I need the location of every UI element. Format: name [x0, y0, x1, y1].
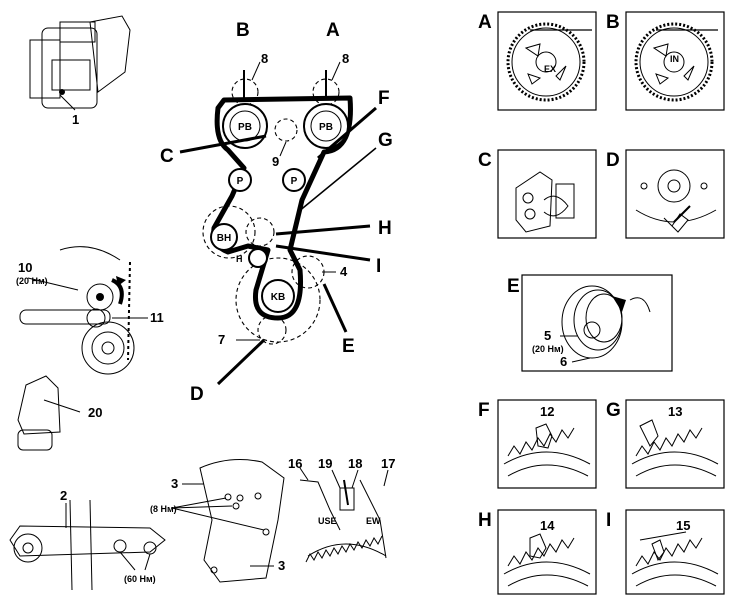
- label-i-panel: I: [606, 510, 611, 531]
- bracket-2-drawing: [9, 499, 166, 591]
- label-16: 16: [288, 456, 302, 471]
- leader-h: [275, 224, 371, 236]
- label-e-main: E: [342, 336, 355, 357]
- pulley-label-p-left: P: [237, 176, 244, 187]
- label-c-panel: C: [478, 150, 492, 171]
- detail-circle-h: [245, 217, 275, 247]
- label-9: 9: [272, 154, 279, 169]
- label-20: 20: [88, 405, 102, 420]
- label-h-main: H: [378, 218, 392, 239]
- panel-i: [625, 509, 725, 595]
- idler-left: [228, 168, 252, 192]
- label-d-main: D: [190, 384, 204, 405]
- label-10: 10: [18, 260, 32, 275]
- detail-circle-a: [312, 78, 340, 106]
- panel-a: [497, 11, 597, 111]
- tensioner-assembly-drawing: [29, 15, 131, 111]
- detail-circle-kb: [235, 257, 321, 343]
- leader-f: [317, 106, 377, 160]
- torque-5: (20 Нм): [532, 344, 564, 354]
- gear-mark-in: IN: [670, 54, 679, 64]
- label-a-main: A: [326, 20, 340, 41]
- label-g-panel: G: [606, 400, 621, 421]
- label-19: 19: [318, 456, 332, 471]
- label-13: 13: [668, 404, 682, 419]
- label-2: 2: [60, 488, 67, 503]
- panel-c: [497, 149, 597, 239]
- pulley-label-pb-right: PB: [319, 122, 333, 133]
- label-8-left: 8: [261, 51, 268, 66]
- detail-circle-9: [274, 118, 298, 142]
- pulley-label-kb: KB: [271, 292, 285, 303]
- label-d-panel: D: [606, 150, 620, 171]
- crank-pulley-e: [560, 285, 651, 363]
- pulley-label-p-right: P: [291, 176, 298, 187]
- tensioner-pulley: [248, 248, 268, 268]
- pulley-label-h: H: [236, 254, 243, 264]
- label-b-panel: B: [606, 12, 620, 33]
- label-8-right: 8: [342, 51, 349, 66]
- tool-20-drawing: [17, 375, 81, 451]
- gear-mark-ex: EX: [544, 64, 556, 74]
- belt-tooth-detail-h: [503, 533, 591, 587]
- leader-d: [216, 338, 266, 386]
- tensioner-scale-drawing: [299, 467, 389, 563]
- scale-new-word: EW: [366, 516, 381, 526]
- label-12: 12: [540, 404, 554, 419]
- label-6: 6: [560, 354, 567, 369]
- label-a-panel: A: [478, 12, 492, 33]
- crank-mark-d: [635, 169, 717, 233]
- torque-60nm: (60 Нм): [124, 574, 156, 584]
- label-3-bottom: 3: [278, 558, 285, 573]
- label-c-main: C: [160, 146, 174, 167]
- panel-f: [497, 399, 597, 489]
- label-1: 1: [72, 112, 79, 127]
- water-pump-pulley: [210, 223, 238, 251]
- torque-10: (20 Нм): [16, 276, 48, 286]
- tensioner-bracket-c: [515, 171, 575, 233]
- camshaft-gear-ex: [506, 22, 592, 102]
- belt-tooth-detail-f: [503, 423, 591, 477]
- pulley-label-pb-left: PB: [238, 122, 252, 133]
- leader-i: [275, 244, 371, 262]
- panel-g: [625, 399, 725, 489]
- label-11: 11: [150, 310, 164, 325]
- label-f-main: F: [378, 88, 390, 109]
- pulley-label-bh: BH: [217, 233, 231, 244]
- belt-layout: [179, 61, 377, 386]
- leader-c: [179, 134, 267, 154]
- label-4: 4: [340, 264, 348, 279]
- label-3-top: 3: [171, 476, 178, 491]
- label-g-main: G: [378, 130, 393, 151]
- label-b-main: B: [236, 20, 250, 41]
- idler-right: [282, 168, 306, 192]
- panel-h: [497, 509, 597, 595]
- label-h-panel: H: [478, 510, 492, 531]
- leader-g: [297, 147, 377, 213]
- label-f-panel: F: [478, 400, 490, 421]
- detail-circle-b: [231, 78, 259, 106]
- label-7: 7: [218, 332, 225, 347]
- scale-use-word: USE: [318, 516, 337, 526]
- tensioner-adjust-drawing: [19, 246, 148, 375]
- cover-3-drawing: [171, 459, 285, 583]
- torque-8nm: (8 Нм): [150, 504, 177, 514]
- crankshaft-pulley: [261, 279, 295, 313]
- label-15: 15: [676, 518, 690, 533]
- label-18: 18: [348, 456, 362, 471]
- belt-tooth-detail-i: [631, 531, 719, 587]
- label-i-main: I: [376, 256, 381, 277]
- label-14: 14: [540, 518, 555, 533]
- camshaft-pulley-right: [303, 103, 349, 149]
- camshaft-gear-in: [634, 22, 718, 102]
- label-5: 5: [544, 328, 551, 343]
- leader-e: [322, 283, 348, 333]
- belt-tooth-detail-g: [631, 419, 719, 477]
- label-17: 17: [381, 456, 395, 471]
- panel-e: [521, 274, 673, 372]
- label-e-panel: E: [507, 276, 520, 297]
